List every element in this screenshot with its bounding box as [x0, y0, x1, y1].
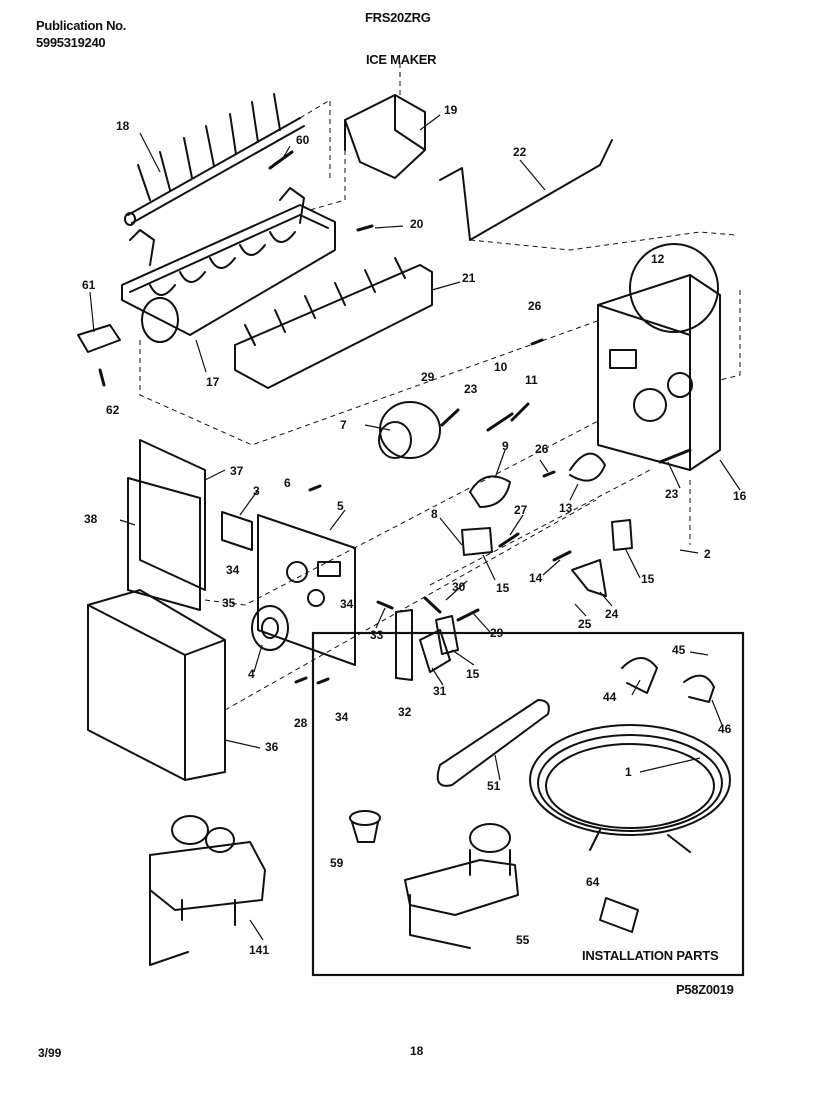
label-22: 22 — [513, 145, 527, 159]
label-2: 2 — [704, 547, 711, 561]
label-59: 59 — [330, 856, 344, 870]
installation-parts-title: INSTALLATION PARTS — [582, 948, 719, 963]
label-15b: 15 — [641, 572, 655, 586]
label-34c: 34 — [335, 710, 349, 724]
label-29a: 29 — [421, 370, 435, 384]
label-23a: 23 — [464, 382, 478, 396]
label-11: 11 — [525, 373, 538, 387]
publication-label: Publication No. — [36, 18, 127, 33]
label-10: 10 — [494, 360, 508, 374]
label-26a: 26 — [528, 299, 542, 313]
label-16: 16 — [733, 489, 747, 503]
switch-15c — [435, 615, 459, 655]
label-61: 61 — [82, 278, 96, 292]
bracket — [344, 94, 426, 179]
label-46: 46 — [718, 722, 732, 736]
label-15a: 15 — [496, 581, 510, 595]
label-1: 1 — [625, 765, 632, 779]
label-64: 64 — [586, 875, 600, 889]
label-9: 9 — [502, 439, 509, 453]
bracket-64 — [599, 897, 639, 933]
model-number: FRS20ZRG — [365, 10, 431, 25]
label-60: 60 — [296, 133, 310, 147]
label-37: 37 — [230, 464, 244, 478]
grommet-59 — [349, 810, 381, 843]
front-cover — [87, 589, 226, 781]
mounting-plate — [257, 514, 356, 666]
label-25: 25 — [578, 617, 592, 631]
label-20: 20 — [410, 217, 424, 231]
clip — [77, 324, 121, 353]
label-18: 18 — [116, 119, 130, 133]
label-51: 51 — [487, 779, 501, 793]
label-4: 4 — [248, 667, 255, 681]
tube-51 — [436, 699, 550, 787]
insulation-pad-37 — [139, 439, 206, 591]
label-35: 35 — [222, 596, 236, 610]
label-12: 12 — [651, 252, 665, 266]
motor — [378, 401, 441, 459]
insulation-pad-38 — [127, 477, 201, 611]
connector-callout — [629, 243, 719, 333]
label-24: 24 — [605, 607, 619, 621]
publication-number: 5995319240 — [36, 35, 106, 50]
label-45: 45 — [672, 643, 686, 657]
cam — [469, 475, 511, 508]
ejector-shaft — [124, 93, 305, 226]
water-valve-55 — [404, 823, 519, 949]
label-27: 27 — [514, 503, 528, 517]
label-19: 19 — [444, 103, 458, 117]
switch-31 — [419, 629, 451, 673]
clamp-44 — [621, 657, 658, 694]
diagram-code: P58Z0019 — [676, 982, 734, 997]
label-15c: 15 — [466, 667, 480, 681]
gear — [251, 605, 289, 651]
spring-13 — [569, 452, 606, 482]
water-valve-141 — [149, 815, 266, 966]
page-number: 18 — [410, 1044, 424, 1058]
label-141: 141 — [249, 943, 270, 957]
label-8: 8 — [431, 507, 438, 521]
label-26b: 26 — [535, 442, 549, 456]
revision-date: 3/99 — [38, 1046, 62, 1060]
tubing-coil-1 — [529, 724, 731, 853]
label-38: 38 — [84, 512, 98, 526]
label-33: 33 — [370, 628, 384, 642]
label-34a: 34 — [226, 563, 240, 577]
bracket-32 — [395, 609, 413, 681]
label-13: 13 — [559, 501, 573, 515]
switch-15b — [611, 519, 633, 551]
label-32: 32 — [398, 705, 412, 719]
installation-parts-box — [311, 631, 745, 977]
switch-15a — [461, 527, 493, 556]
control-housing — [597, 274, 721, 471]
insulation-3 — [221, 511, 253, 551]
label-7: 7 — [340, 418, 347, 432]
label-6: 6 — [284, 476, 291, 490]
label-55: 55 — [516, 933, 530, 947]
label-30: 30 — [452, 580, 466, 594]
label-31: 31 — [433, 684, 447, 698]
label-28: 28 — [294, 716, 308, 730]
label-17: 17 — [206, 375, 220, 389]
label-23b: 23 — [665, 487, 679, 501]
label-62: 62 — [106, 403, 120, 417]
ice-mold — [121, 187, 336, 343]
label-3: 3 — [253, 484, 260, 498]
label-5: 5 — [337, 499, 344, 513]
lever-24 — [571, 559, 607, 597]
mold-cover — [234, 257, 433, 389]
screws — [98, 150, 692, 685]
section-title: ICE MAKER — [366, 52, 437, 67]
label-29b: 29 — [490, 626, 504, 640]
label-21: 21 — [462, 271, 476, 285]
label-44: 44 — [603, 690, 617, 704]
clamp-46 — [683, 674, 715, 703]
label-36: 36 — [265, 740, 279, 754]
label-14: 14 — [529, 571, 543, 585]
label-34b: 34 — [340, 597, 354, 611]
